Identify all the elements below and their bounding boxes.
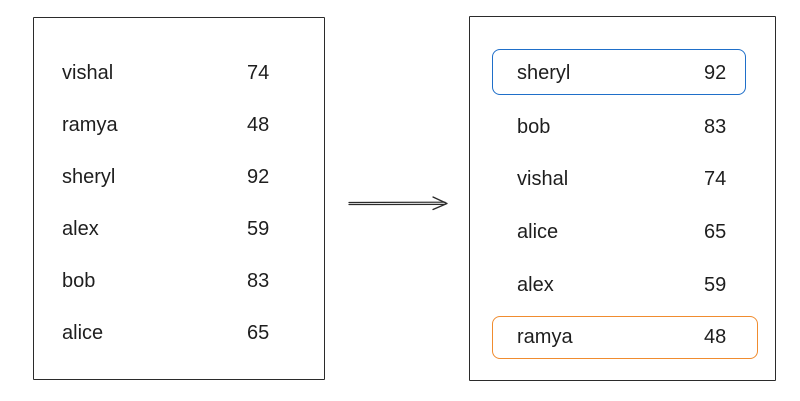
item-score: 48 bbox=[247, 114, 270, 136]
list-item: vishal 74 bbox=[62, 61, 282, 85]
list-item: alex 59 bbox=[62, 217, 282, 241]
unsorted-list-panel: vishal 74 ramya 48 sheryl 92 alex 59 bob… bbox=[33, 17, 325, 380]
item-name: vishal bbox=[517, 168, 569, 190]
list-item: bob 83 bbox=[517, 115, 747, 139]
item-name: bob bbox=[517, 116, 551, 138]
sorted-list-panel: sheryl 92 bob 83 vishal 74 alice 65 alex… bbox=[469, 16, 776, 381]
item-name: alice bbox=[62, 322, 104, 344]
item-score: 74 bbox=[704, 168, 727, 190]
item-score: 74 bbox=[247, 62, 270, 84]
item-score: 83 bbox=[704, 116, 727, 138]
highest-score-highlight bbox=[492, 49, 746, 95]
list-item: vishal 74 bbox=[517, 167, 747, 191]
item-score: 65 bbox=[704, 221, 727, 243]
item-name: alex bbox=[62, 218, 99, 240]
item-score: 83 bbox=[247, 270, 270, 292]
list-item: sheryl 92 bbox=[62, 165, 282, 189]
item-score: 92 bbox=[247, 166, 270, 188]
item-score: 59 bbox=[704, 274, 727, 296]
list-item: sheryl 92 bbox=[517, 61, 747, 85]
item-score: 48 bbox=[704, 326, 727, 348]
list-item: alice 65 bbox=[517, 220, 747, 244]
item-score: 92 bbox=[704, 62, 727, 84]
list-item: alice 65 bbox=[62, 321, 282, 345]
list-item: bob 83 bbox=[62, 269, 282, 293]
right-arrow-icon bbox=[348, 196, 448, 211]
item-name: ramya bbox=[517, 326, 573, 348]
item-name: bob bbox=[62, 270, 96, 292]
item-score: 59 bbox=[247, 218, 270, 240]
lowest-score-highlight bbox=[492, 316, 758, 359]
item-name: vishal bbox=[62, 62, 114, 84]
list-item: ramya 48 bbox=[62, 113, 282, 137]
item-name: sheryl bbox=[517, 62, 571, 84]
item-name: sheryl bbox=[62, 166, 116, 188]
item-name: ramya bbox=[62, 114, 118, 136]
list-item: alex 59 bbox=[517, 273, 747, 297]
list-item: ramya 48 bbox=[517, 325, 747, 349]
item-name: alice bbox=[517, 221, 559, 243]
item-name: alex bbox=[517, 274, 554, 296]
item-score: 65 bbox=[247, 322, 270, 344]
